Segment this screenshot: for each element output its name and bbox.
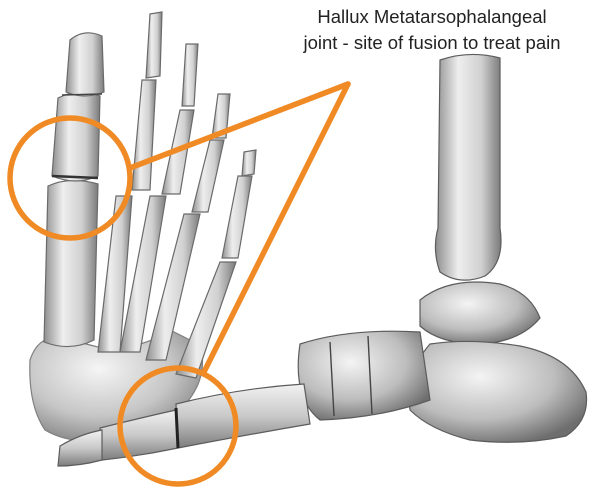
- fifth-toe-phalanges: [222, 176, 252, 258]
- tibia: [435, 54, 501, 280]
- second-toe-phalanges: [132, 80, 156, 190]
- second-toe-tip: [146, 12, 162, 78]
- talus: [420, 282, 540, 344]
- caption-line-2: joint - site of fusion to treat pain: [258, 30, 606, 56]
- hallux-distal-phalanx: [66, 33, 104, 96]
- midfoot-bones: [298, 331, 430, 420]
- first-metatarsal-side: [176, 384, 310, 448]
- mtp-joint-line-side: [176, 408, 178, 448]
- third-toe-tip: [182, 44, 198, 106]
- hallux-proximal-phalanx: [52, 92, 100, 181]
- calcaneus: [409, 341, 587, 442]
- joint-caption: Hallux Metatarsophalangeal joint - site …: [258, 4, 606, 56]
- fifth-toe-tip: [242, 150, 256, 176]
- fourth-toe-phalanges: [192, 140, 224, 212]
- first-metatarsal-top: [44, 180, 98, 346]
- caption-line-1: Hallux Metatarsophalangeal: [258, 4, 606, 30]
